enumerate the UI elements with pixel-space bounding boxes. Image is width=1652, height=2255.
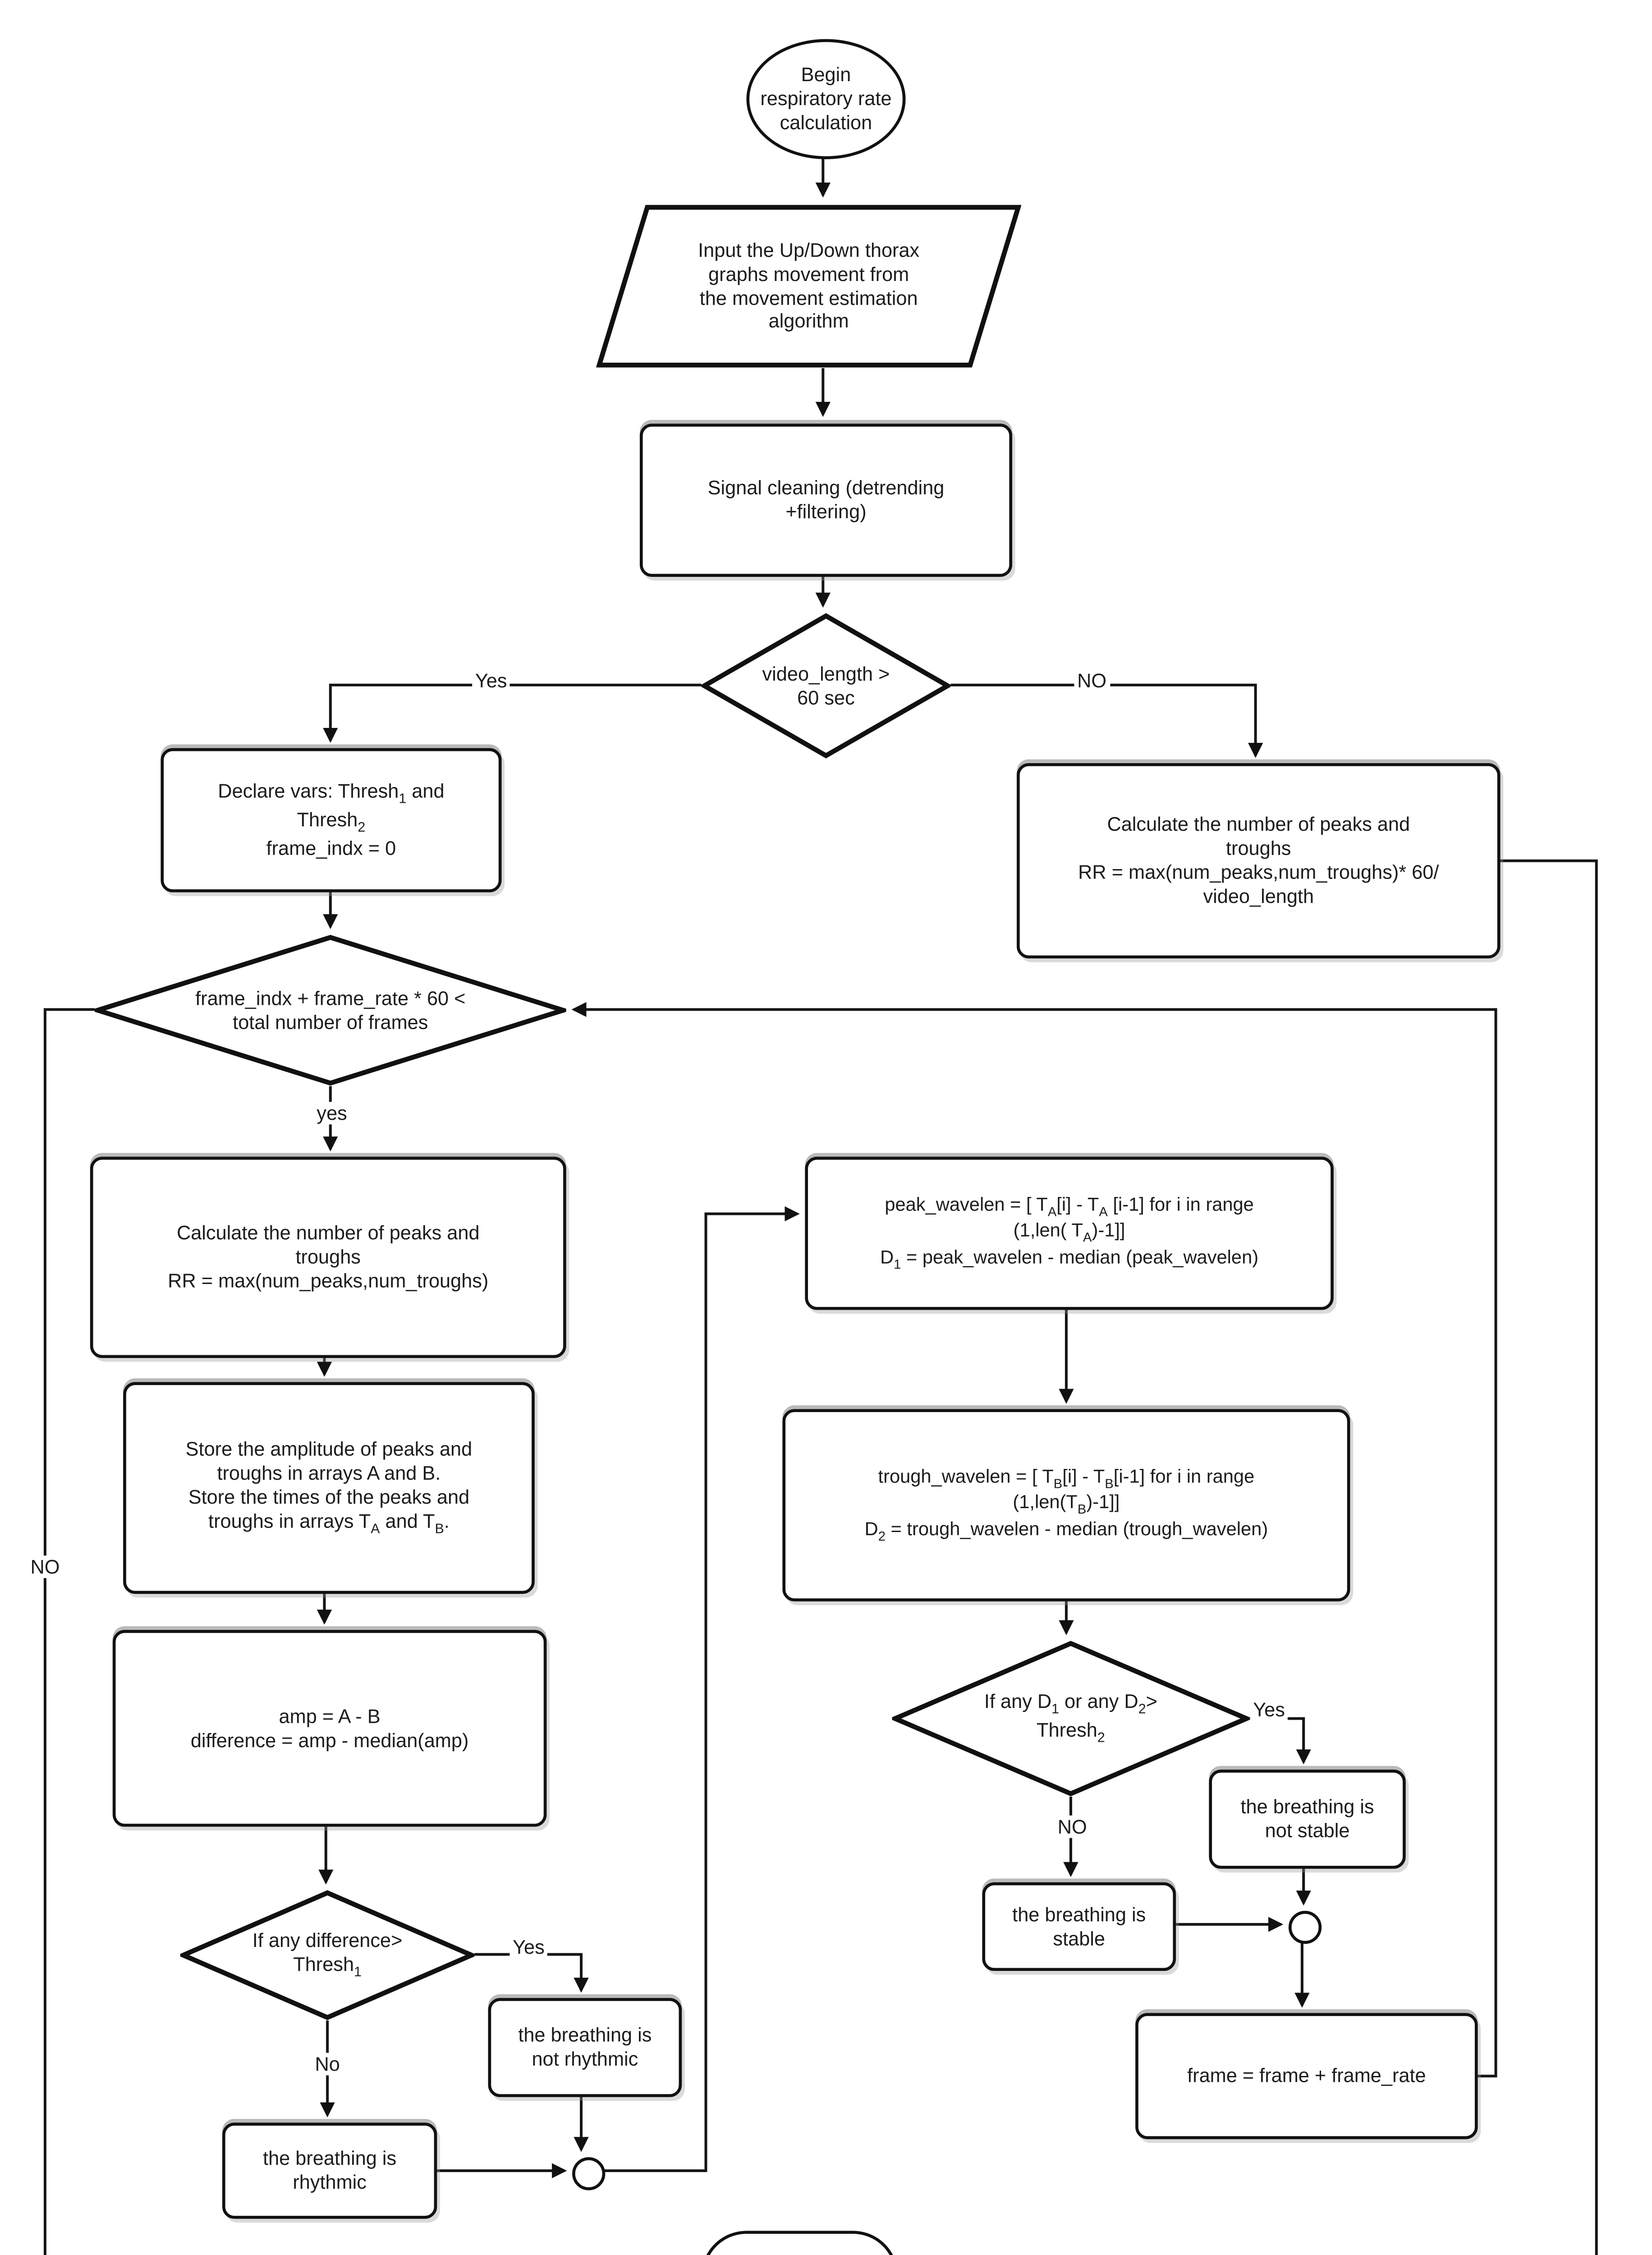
decision-any-difference-text: If any difference>Thresh1	[252, 1929, 403, 1980]
process-peak-wavelen: peak_wavelen = [ TA[i] - TA [i-1] for i …	[805, 1156, 1334, 1310]
process-trough-wavelen: trough_wavelen = [ TB[i] - TB[i-1] for i…	[782, 1409, 1350, 1602]
decision-frame-indx-text: frame_indx + frame_rate * 60 <total numb…	[195, 986, 466, 1033]
label-video-no: NO	[1074, 669, 1110, 692]
process-frame-update: frame = frame + frame_rate	[1135, 2013, 1478, 2140]
label-diff-no: No	[312, 2053, 343, 2076]
edge-frameupdate-decframes-loop	[571, 1002, 1497, 2078]
edge-decd-notstable-yes	[1249, 1717, 1311, 1765]
diamond-shape	[180, 1890, 475, 2020]
decision-video-length-text: video_length >60 sec	[762, 662, 890, 709]
label-frames-yes: yes	[313, 1102, 350, 1125]
terminator-end: end	[701, 2231, 898, 2255]
label-d-yes: Yes	[1250, 1698, 1288, 1721]
diamond-shape	[701, 613, 951, 759]
decision-any-difference: If any difference>Thresh1	[180, 1890, 475, 2020]
merge-connector-stable	[1288, 1910, 1322, 1944]
edge-decvideo-declare-yes	[323, 683, 702, 743]
parallelogram-shape	[596, 205, 1022, 368]
edge-decvideo-calcshort-no	[950, 683, 1263, 758]
edge-calcshort-end	[1494, 859, 1598, 2255]
decision-any-d1-d2-text: If any D1 or any D2>Thresh2	[984, 1690, 1157, 1745]
label-d-no: NO	[1055, 1815, 1090, 1838]
process-frame-update-text: frame = frame + frame_rate	[1187, 2064, 1426, 2087]
edge-decframes-end-no	[43, 1008, 95, 2255]
decision-any-d1-d2: If any D1 or any D2>Thresh2	[892, 1640, 1250, 1796]
label-diff-yes: Yes	[509, 1935, 548, 1958]
process-trough-wavelen-text: trough_wavelen = [ TB[i] - TB[i-1] for i…	[864, 1466, 1268, 1543]
label-frames-no: NO	[27, 1555, 63, 1578]
label-video-yes: Yes	[472, 669, 510, 692]
diamond-shape	[94, 934, 566, 1086]
decision-video-length: video_length >60 sec	[701, 613, 951, 759]
edge-decdiff-notrhythmic-yes	[474, 1953, 589, 1993]
decision-frame-indx: frame_indx + frame_rate * 60 <total numb…	[94, 934, 566, 1086]
process-peak-wavelen-text: peak_wavelen = [ TA[i] - TA [i-1] for i …	[880, 1194, 1259, 1271]
merge-connector-rhythmic	[572, 2157, 606, 2191]
process-signal-cleaning: Signal cleaning (detrending+filtering)	[639, 423, 1013, 577]
edge-merge1-peak	[601, 1206, 800, 2172]
process-signal-cleaning-text: Signal cleaning (detrending+filtering)	[707, 476, 945, 523]
diamond-shape	[892, 1641, 1250, 1796]
